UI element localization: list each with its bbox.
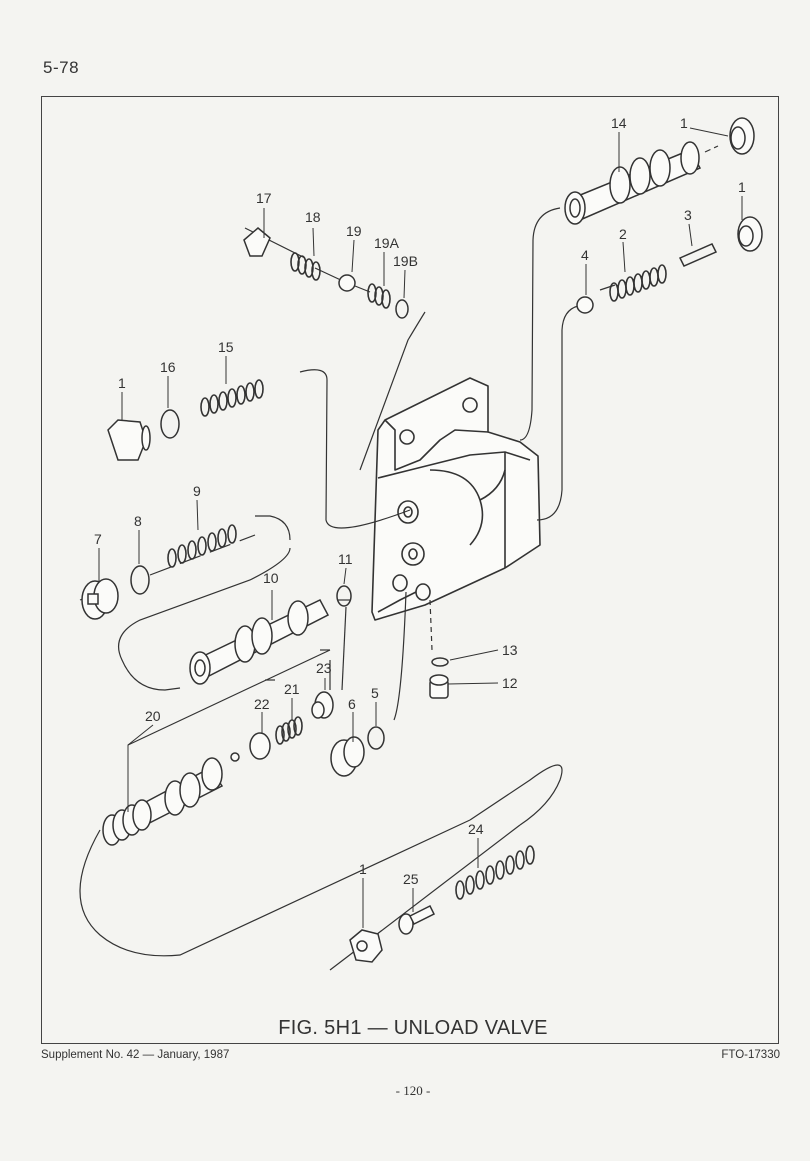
callout-19A: 19A	[374, 235, 400, 251]
callout-14: 14	[611, 115, 627, 131]
part-4-ball	[576, 296, 594, 314]
callout-22: 22	[254, 696, 270, 712]
part-7-plug	[81, 578, 119, 620]
callout-1: 1	[359, 861, 367, 877]
leader-lines	[98, 127, 743, 928]
valve-body	[371, 377, 541, 621]
part-1-hex-plug	[107, 419, 151, 461]
callout-15: 15	[218, 339, 234, 355]
part-3-ring	[678, 243, 718, 267]
callout-labels: 14 1 1 3 2 4 17 18 19 19A 19B 15 16 1 9 …	[94, 115, 746, 887]
callout-17: 17	[256, 190, 272, 206]
part-2-spring	[609, 264, 667, 302]
document-id: FTO-17330	[721, 1049, 780, 1061]
page-number-bottom: - 120 -	[395, 1083, 431, 1098]
callout-24: 24	[468, 821, 484, 837]
callout-12: 12	[502, 675, 518, 691]
part-14-spool	[564, 141, 702, 225]
part-22-seat	[249, 732, 271, 760]
callout-7: 7	[94, 531, 102, 547]
part-12-fitting	[429, 674, 449, 699]
callout-18: 18	[305, 209, 321, 225]
callout-19: 19	[346, 223, 362, 239]
callout-3: 3	[684, 207, 692, 223]
part-5-o-ring	[367, 726, 385, 750]
supplement-note: Supplement No. 42 — January, 1987	[41, 1049, 230, 1061]
part-16-o-ring	[160, 409, 180, 439]
part-23-plug	[311, 691, 334, 719]
callout-9: 9	[193, 483, 201, 499]
part-18-spring	[290, 252, 321, 281]
callout-19B: 19B	[393, 253, 418, 269]
part-13-washer	[431, 657, 449, 667]
part-25-pin	[398, 904, 436, 935]
callout-8: 8	[134, 513, 142, 529]
part-6-plug	[330, 736, 365, 777]
part-1-plug-right	[737, 216, 763, 252]
callout-6: 6	[348, 696, 356, 712]
callout-4: 4	[581, 247, 589, 263]
callout-21: 21	[284, 681, 300, 697]
callout-1: 1	[680, 115, 688, 131]
assembly-lines	[79, 145, 719, 971]
part-11-o-ring	[336, 585, 352, 607]
callout-23: 23	[316, 660, 332, 676]
figure-frame	[41, 96, 779, 1044]
part-15-spring	[200, 379, 264, 417]
part-20-spool	[102, 752, 240, 846]
part-19-ball	[338, 274, 356, 292]
callout-5: 5	[371, 685, 379, 701]
part-8-o-ring	[130, 565, 150, 595]
callout-10: 10	[263, 570, 279, 586]
part-1-plug-top	[729, 117, 755, 155]
figure-caption: FIG. 5H1 — UNLOAD VALVE	[278, 1017, 548, 1039]
part-10-spool	[189, 599, 330, 685]
callout-16: 16	[160, 359, 176, 375]
callout-1: 1	[118, 375, 126, 391]
callout-20: 20	[145, 708, 161, 724]
page-number-top: 5-78	[43, 58, 80, 77]
callout-25: 25	[403, 871, 419, 887]
part-17-retainer	[243, 227, 271, 257]
part-1-hex-plug-bottom	[349, 929, 383, 963]
callout-13: 13	[502, 642, 518, 658]
callout-11: 11	[338, 551, 353, 567]
callout-2: 2	[619, 226, 627, 242]
part-21-spring	[275, 716, 303, 745]
part-19A-spring	[367, 283, 391, 309]
callout-1: 1	[738, 179, 746, 195]
part-24-spring	[455, 845, 535, 900]
part-19B-washer	[395, 299, 409, 319]
